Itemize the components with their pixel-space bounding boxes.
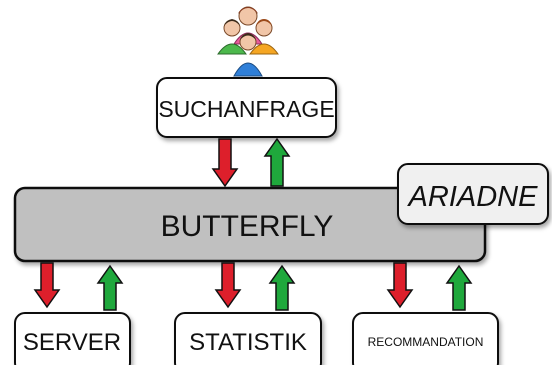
arrow-down-server <box>33 262 61 309</box>
butterfly-label: BUTTERFLY <box>161 210 334 243</box>
recommandation-box: RECOMMANDATION <box>352 312 499 365</box>
statistik-label: STATISTIK <box>189 329 307 356</box>
arrow-up-statistik <box>268 264 296 311</box>
ariadne-label: ARIADNE <box>407 181 539 213</box>
arrow-down-suchanfrage <box>211 138 239 188</box>
server-label: SERVER <box>23 329 121 356</box>
suchanfrage-label: SUCHANFRAGE <box>158 96 334 122</box>
server-box: SERVER <box>14 312 131 365</box>
butterfly-box: BUTTERFLY <box>13 186 487 263</box>
recommandation-label: RECOMMANDATION <box>368 335 484 349</box>
arrow-up-server <box>96 264 124 311</box>
statistik-box: STATISTIK <box>174 312 322 365</box>
arrow-up-suchanfrage <box>263 137 291 187</box>
arrow-down-statistik <box>214 262 242 309</box>
arrow-down-recommandation <box>386 262 414 309</box>
users-group-icon <box>217 6 279 77</box>
suchanfrage-box: SUCHANFRAGE <box>156 77 337 138</box>
arrow-up-recommandation <box>445 264 473 311</box>
ariadne-box: ARIADNE <box>397 163 549 225</box>
